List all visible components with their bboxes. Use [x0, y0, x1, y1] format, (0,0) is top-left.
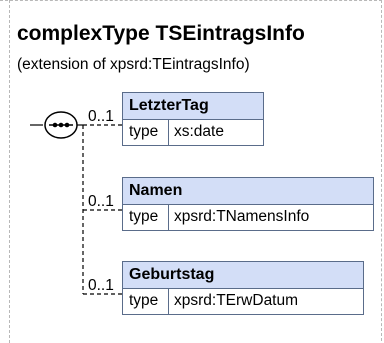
diagram-frame-left-edge [9, 0, 10, 343]
element-type-row-letztertag: type xs:date [123, 120, 263, 145]
sequence-compositor-icon [44, 111, 78, 139]
multiplicity-letztertag: 0..1 [88, 108, 114, 125]
element-card-namen[interactable]: Namen type xpsrd:TNamensInfo [122, 177, 374, 231]
type-key-namen: type [123, 205, 169, 230]
element-card-geburtstag[interactable]: Geburtstag type xpsrd:TErwDatum [122, 261, 364, 315]
complex-type-title: complexType TSEintragsInfo [17, 22, 305, 45]
multiplicity-namen: 0..1 [88, 193, 114, 210]
type-key-letztertag: type [123, 120, 169, 145]
element-card-letztertag[interactable]: LetzterTag type xs:date [122, 92, 264, 146]
multiplicity-geburtstag: 0..1 [88, 277, 114, 294]
element-type-row-namen: type xpsrd:TNamensInfo [123, 205, 373, 230]
element-type-row-geburtstag: type xpsrd:TErwDatum [123, 289, 363, 314]
type-value-letztertag: xs:date [174, 123, 224, 140]
element-name-namen: Namen [123, 178, 373, 205]
type-value-geburtstag: xpsrd:TErwDatum [174, 292, 299, 309]
type-value-namen: xpsrd:TNamensInfo [174, 208, 310, 225]
element-name-geburtstag: Geburtstag [123, 262, 363, 289]
extension-subtitle: (extension of xpsrd:TEintragsInfo) [17, 56, 250, 73]
type-key-geburtstag: type [123, 289, 169, 314]
element-name-letztertag: LetzterTag [123, 93, 263, 120]
